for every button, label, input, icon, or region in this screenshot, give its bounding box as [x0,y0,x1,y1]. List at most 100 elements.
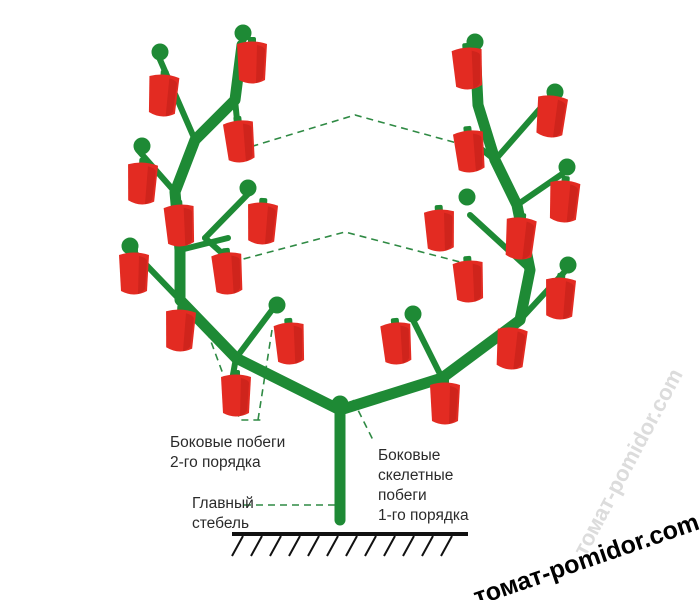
skeletal-shoots-1st-order-label: Боковые скелетные побеги 1-го порядка [378,447,469,524]
pepper [549,175,581,223]
pepper-shade [471,50,480,89]
pepper-body [536,95,569,138]
pepper-body [163,204,195,247]
pepper [536,90,569,138]
pepper [166,304,197,352]
pepper-shade [265,206,276,245]
shoot-tip [559,256,577,274]
side-shoot [177,235,231,253]
pepper [452,255,484,303]
pepper [505,212,537,260]
pepper-shade [449,386,458,424]
pepper [237,37,267,84]
pepper-body [148,74,180,117]
main-stem-label: Главный стебель [192,495,254,532]
pepper [128,157,159,205]
shoot-tip [404,305,422,323]
pepper-shade [138,256,147,294]
ground-hatch-line [345,535,358,557]
pepper-fruits [119,37,581,425]
pepper [211,247,243,295]
pepper [222,115,255,163]
dashed-guide-lines [202,114,476,506]
pepper [451,42,483,90]
pepper-shade [145,166,156,205]
pepper-body [549,180,581,223]
pepper-shade [293,325,302,364]
ground-hatch-line [364,535,377,557]
side-shoots-2nd-order-label: Боковые побеги 2-го порядка [170,434,286,471]
pepper-body [505,217,537,260]
pepper [119,248,149,295]
pepper-shade [256,45,265,83]
pepper [273,317,305,365]
pepper-body [430,382,460,425]
pepper-shade [513,331,526,370]
pepper-shade [400,325,410,364]
pepper-shade [472,133,483,172]
pepper-shade [165,78,177,117]
pepper [430,378,460,425]
shoot-tip [558,158,576,176]
pepper-shade [443,212,453,251]
shoot-tip [458,188,476,206]
dashed-line [231,231,461,263]
shoot-tip [133,137,151,155]
pepper-body [248,202,279,245]
shoot-tip [151,43,169,61]
ground-hatch-line [269,535,282,557]
ground-hatch-line [383,535,396,557]
pepper-body [166,309,197,352]
pepper-body [128,162,159,205]
ground-hatch-line [307,535,320,557]
pepper [248,197,279,245]
pepper-shade [183,313,194,352]
pepper [380,317,412,365]
shoot-tip [239,179,257,197]
pepper-body [380,322,412,365]
pepper [546,272,577,320]
dashed-line [239,114,476,151]
ground-hatch-line [440,535,453,557]
pepper-shade [240,378,249,416]
side-shoot [409,315,445,381]
side-shoot [202,189,253,241]
pepper-body [273,322,305,365]
ground-hatch-line [288,535,301,557]
ground-hatch [231,532,468,557]
pepper-body [222,120,255,163]
pepper-body [423,209,454,252]
pepper-shade [231,255,241,294]
pepper [148,69,180,117]
ground-hatch-line [402,535,415,557]
pepper-body [211,252,243,295]
pepper-body [119,252,149,295]
ground-hatch-line [231,535,244,557]
pepper-body [221,374,251,417]
dashed-line [352,399,374,441]
pepper-body [496,327,528,370]
pepper [496,322,528,370]
shoot-tip [268,296,286,314]
pepper-shade [563,281,574,320]
dashed-line [257,329,273,421]
pepper-shade [552,99,566,138]
ground-line [232,532,468,536]
shoot-tip [331,395,349,413]
pepper [452,125,485,173]
pepper-shade [472,263,481,302]
dashed-line [202,319,265,421]
pepper-shade [183,207,192,246]
ground-hatch-line [421,535,434,557]
pepper-body [451,47,483,90]
pepper-body [452,260,484,303]
pepper [221,370,251,417]
pepper-body [546,277,577,320]
shoot-tip [234,24,252,42]
pepper-shade [566,184,578,223]
pepper [163,199,195,247]
pepper-body [452,130,485,173]
pepper-shade [522,221,535,260]
